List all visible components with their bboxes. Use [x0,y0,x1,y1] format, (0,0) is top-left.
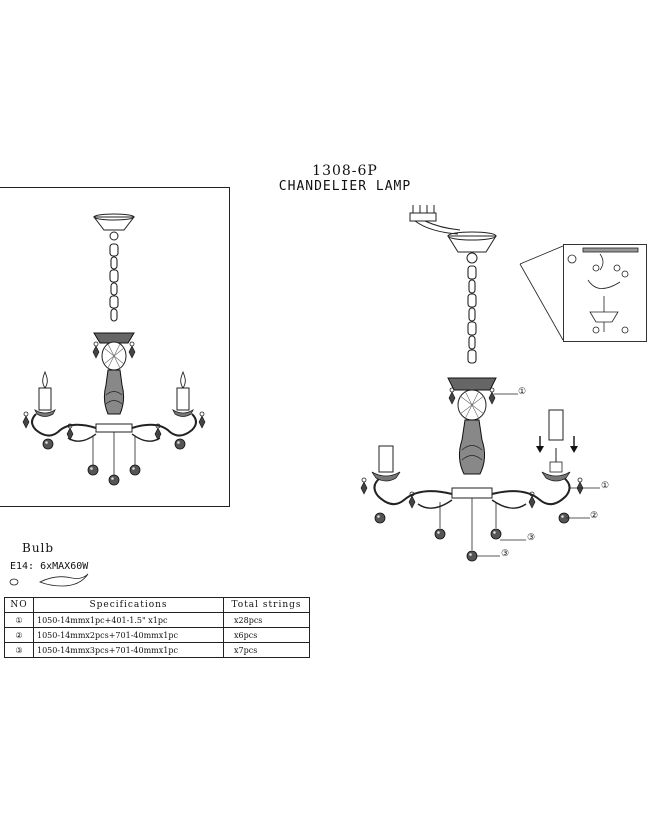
table-row: ① 1050-14mmx1pc+401-1.5" x1pc x28pcs [4,612,310,628]
table-header-row: NO Specifications Total strings [4,597,310,613]
title-block: 1308-6P CHANDELIER LAMP [270,163,420,195]
callout-1-arm: ① [601,481,610,491]
ceiling-mount-detail-frame [563,244,647,342]
row-no: ① [4,612,34,628]
callout-3-upper: ③ [527,533,536,543]
chandelier-illustration-frame [0,187,230,507]
col-specifications: Specifications [33,597,224,613]
ceiling-mount-detail-drawing [567,247,639,334]
row-no: ② [4,627,34,643]
callout-1-cup: ① [518,387,527,397]
product-name: CHANDELIER LAMP [278,179,412,194]
detail-zoom-lines [519,245,564,341]
bulb-heading: Bulb [22,541,55,555]
row-total: x7pcs [223,642,310,658]
model-number: 1308-6P [312,163,378,179]
table-row: ③ 1050-14mmx3pcs+701-40mmx1pc x7pcs [4,642,310,658]
right-chandelier-drawing [360,205,600,562]
callout-3-lower: ③ [501,549,510,559]
row-spec: 1050-14mmx3pcs+701-40mmx1pc [33,642,224,658]
table-row: ② 1050-14mmx2pcs+701-40mmx1pc x6pcs [4,627,310,643]
left-chandelier-drawing [22,213,206,486]
crystal-spec-table: NO Specifications Total strings ① 1050-1… [4,597,310,658]
row-no: ③ [4,642,34,658]
col-total-strings: Total strings [223,597,310,613]
row-total: x6pcs [223,627,310,643]
callout-2: ② [590,511,599,521]
row-spec: 1050-14mmx2pcs+701-40mmx1pc [33,627,224,643]
row-total: x28pcs [223,612,310,628]
candle-bulb-icon [9,573,89,587]
bulb-spec: E14: 6xMAX60W [10,561,89,572]
row-spec: 1050-14mmx1pc+401-1.5" x1pc [33,612,224,628]
col-no: NO [4,597,34,613]
